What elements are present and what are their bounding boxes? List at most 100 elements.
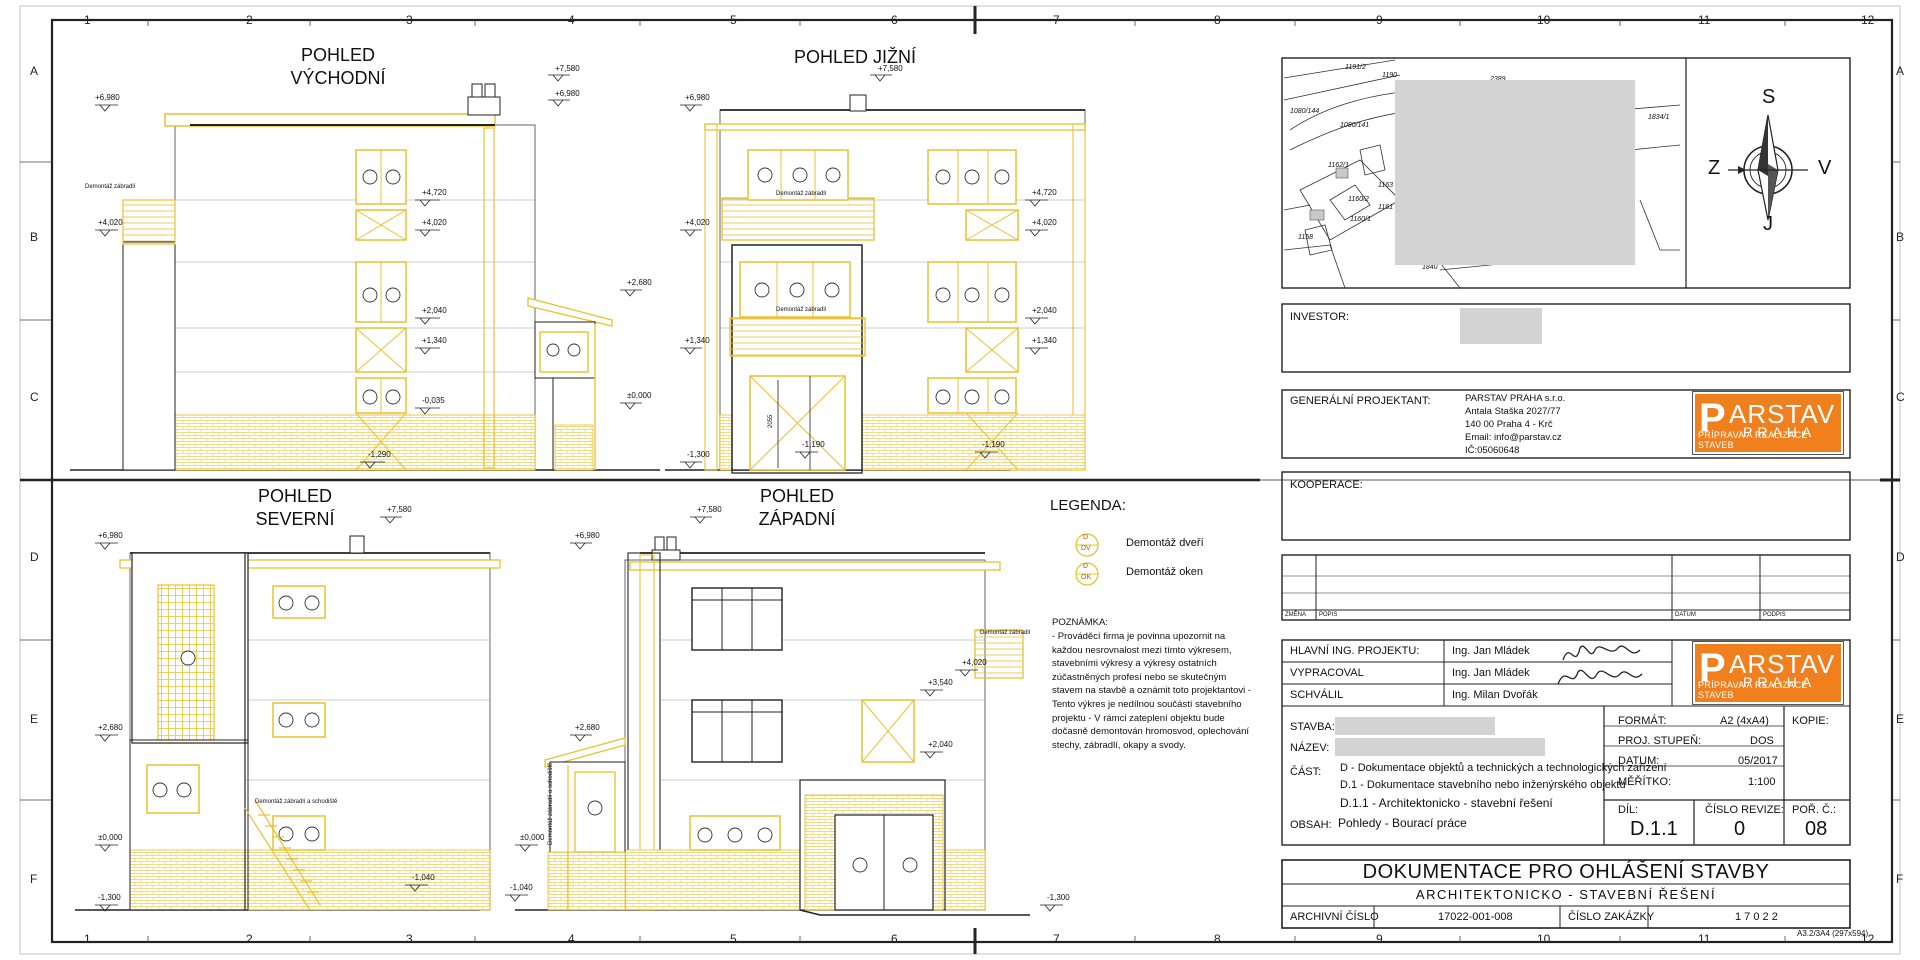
compass-west-label: Z — [1708, 157, 1721, 179]
level-label: +7,580 — [387, 505, 412, 514]
level-label: -1,290 — [368, 450, 391, 459]
parcel-label: 1158 — [1298, 234, 1314, 241]
grid-row-label: F — [1896, 872, 1904, 886]
designer-line: Antala Staška 2027/77 — [1465, 406, 1561, 417]
company-logo-2: P ARSTAV PRAHA PŘÍPRAVA A REALIZACE STAV… — [1692, 641, 1844, 705]
grid-column-label: 2 — [246, 13, 253, 27]
investor-label: INVESTOR: — [1290, 311, 1350, 323]
parcel-label: 1190 — [1382, 72, 1398, 79]
level-label: -1,190 — [982, 440, 1005, 449]
level-label: +4,020 — [685, 218, 710, 227]
level-label: +7,580 — [555, 64, 580, 73]
scale-value: 1:100 — [1748, 776, 1776, 788]
level-label: +2,040 — [422, 306, 447, 315]
level-label: +6,980 — [575, 531, 600, 540]
stage-value: DOS — [1750, 735, 1774, 747]
cast-line-3: D.1.1 - Architektonicko - stavební řešen… — [1340, 796, 1553, 810]
level-label: +4,720 — [422, 188, 447, 197]
logo-name: ARSTAV — [1729, 649, 1836, 679]
archive-value: 17022-001-008 — [1438, 911, 1513, 923]
notes-title: POZNÁMKA: — [1052, 617, 1108, 628]
cast-line-1: D - Dokumentace objektů a technických a … — [1340, 762, 1667, 774]
scale-label: MĚŘÍTKO: — [1618, 776, 1672, 788]
format-label: FORMÁT: — [1618, 715, 1667, 727]
level-label: +7,580 — [697, 505, 722, 514]
logo-tagline: PŘÍPRAVA A REALIZACE STAVEB — [1698, 430, 1808, 450]
grid-column-label: 1 — [84, 13, 91, 27]
legend-symbol-top: D — [1083, 563, 1089, 570]
level-label: +2,040 — [928, 740, 953, 749]
level-label: -1,190 — [802, 440, 825, 449]
parcel-label: 1080/141 — [1340, 122, 1370, 129]
level-label: -1,300 — [1047, 893, 1070, 902]
grid-row-label: F — [30, 872, 38, 886]
compass-south-label: J — [1763, 213, 1773, 235]
stage-label: PROJ. STUPEŇ: — [1618, 735, 1702, 747]
document-subtitle: ARCHITEKTONICKO - STAVEBNÍ ŘEŠENÍ — [1415, 887, 1717, 902]
grid-row-label: C — [1896, 390, 1905, 404]
grid-column-label: 12 — [1861, 932, 1875, 946]
person-role: VYPRACOVAL — [1290, 667, 1364, 679]
grid-row-label: D — [1896, 550, 1905, 564]
logo-tagline: PŘÍPRAVA A REALIZACE STAVEB — [1698, 680, 1808, 700]
grid-column-label: 10 — [1537, 932, 1551, 946]
railing-note-south-upper: Demontáž zábradlí — [776, 191, 827, 197]
view-title-east: POHLED VÝCHODNÍ — [228, 44, 448, 90]
level-label: -1,040 — [510, 883, 533, 892]
grid-column-label: 10 — [1537, 13, 1551, 27]
grid-row-label: D — [30, 550, 39, 564]
grid-row-label: B — [30, 230, 39, 244]
grid-column-label: 6 — [891, 932, 898, 946]
view-title-line: POHLED — [257, 486, 333, 506]
grid-row-label: E — [1896, 712, 1905, 726]
legend-symbol-bottom: DV — [1081, 545, 1091, 552]
redacted-block — [1395, 80, 1635, 265]
north-elevation — [75, 516, 501, 912]
view-title-line: POHLED JIŽNÍ — [793, 47, 917, 67]
grid-column-label: 11 — [1698, 13, 1711, 27]
level-label: -0,035 — [422, 396, 445, 405]
level-label: +1,340 — [685, 336, 710, 345]
signature-icon — [1557, 645, 1643, 685]
level-label: +2,680 — [98, 723, 123, 732]
designer-label: GENERÁLNÍ PROJEKTANT: — [1290, 395, 1431, 407]
format-value: A2 (4xA4) — [1720, 715, 1769, 727]
view-title-line: SEVERNÍ — [255, 509, 335, 529]
contract-value: 1 7 0 2 2 — [1735, 911, 1778, 923]
level-label: +6,980 — [95, 93, 120, 102]
grid-column-label: 9 — [1376, 932, 1383, 946]
level-label: +6,980 — [685, 93, 710, 102]
revision-value: 0 — [1734, 818, 1746, 840]
designer-line: IČ:05060648 — [1465, 445, 1520, 456]
level-label: +3,540 — [928, 678, 953, 687]
south-elevation — [665, 74, 1086, 474]
parcel-label: 1160/2 — [1348, 196, 1369, 203]
view-title-west: POHLED ZÁPADNÍ — [687, 485, 907, 531]
railing-stairs-note: Demontáž zábradlí a schodiště — [255, 799, 338, 805]
view-title-south: POHLED JIŽNÍ — [745, 46, 965, 69]
order-label: POŘ. Č.: — [1792, 804, 1837, 816]
grid-column-label: 3 — [406, 932, 413, 946]
cast-label: ČÁST: — [1290, 766, 1322, 778]
grid-column-label: 11 — [1698, 932, 1711, 946]
designer-line: 140 00 Praha 4 - Krč — [1465, 419, 1553, 430]
level-label: +6,980 — [555, 89, 580, 98]
parcel-label: 1191/2 — [1345, 64, 1366, 71]
notes-text: - Prováděcí firma je povinna upozornit n… — [1052, 631, 1252, 751]
parcel-label: 1160/1 — [1350, 216, 1371, 223]
grid-column-label: 5 — [730, 13, 737, 27]
grid-column-label: 12 — [1861, 13, 1875, 27]
title-block-lines — [1281, 57, 1851, 929]
designer-line: Email: info@parstav.cz — [1465, 432, 1562, 443]
view-title-line: POHLED — [759, 486, 835, 506]
logo-city: PRAHA — [1743, 674, 1817, 690]
grid-column-label: 2 — [246, 932, 253, 946]
redacted-investor — [1460, 308, 1542, 344]
parcel-label: 1162/1 — [1328, 162, 1349, 169]
designer-line: PARSTAV PRAHA s.r.o. — [1465, 393, 1566, 404]
nazev-label: NÁZEV: — [1290, 742, 1330, 754]
level-label: +6,980 — [98, 531, 123, 540]
redacted-nazev — [1335, 738, 1545, 756]
level-label: ±0,000 — [627, 391, 652, 400]
